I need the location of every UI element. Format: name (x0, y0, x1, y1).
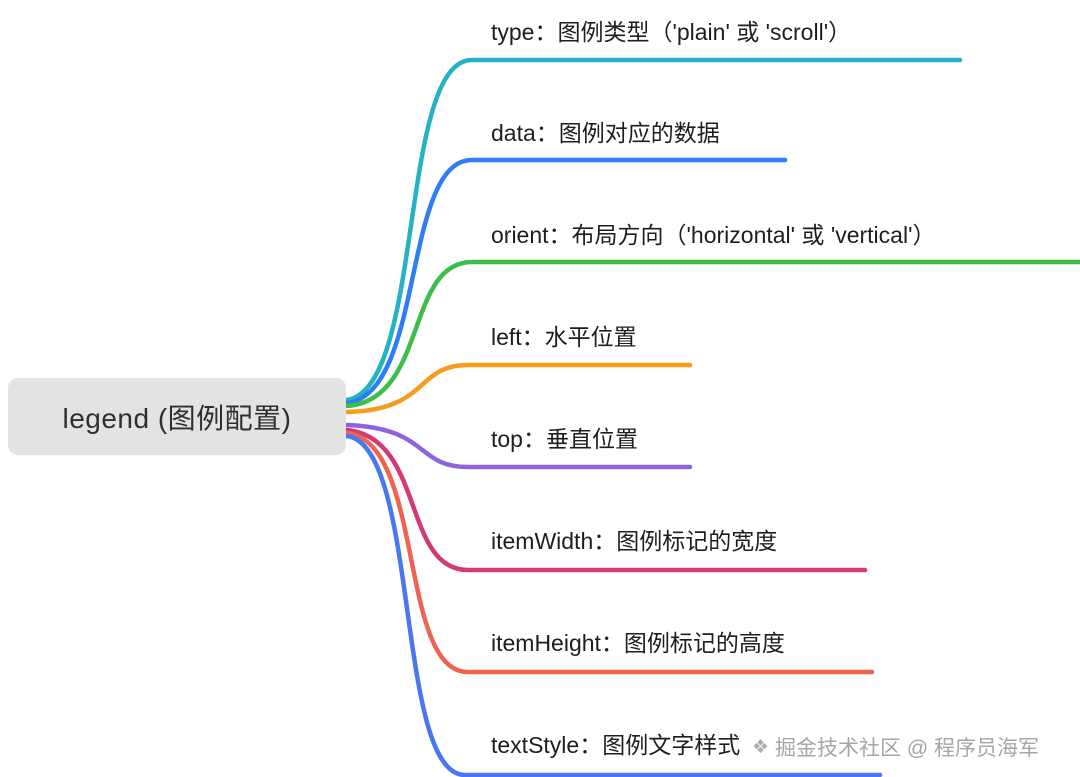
watermark: ❖ 掘金技术社区 @ 程序员海军 (752, 732, 1039, 762)
branch-node-type[interactable]: type：图例类型（'plain' 或 'scroll'） (491, 19, 852, 45)
branch-line-itemwidth (344, 427, 868, 573)
branch-line-top (344, 422, 693, 470)
branch-line-itemheight (344, 430, 875, 675)
root-node-legend[interactable]: legend (图例配置) (8, 378, 346, 455)
watermark-text: 掘金技术社区 @ 程序员海军 (775, 737, 1040, 760)
juejin-logo-icon: ❖ (752, 736, 770, 758)
branch-node-textstyle[interactable]: textStyle：图例文字样式 (491, 732, 741, 758)
branch-node-data[interactable]: data：图例对应的数据 (491, 120, 720, 146)
branch-node-left[interactable]: left：水平位置 (491, 324, 637, 350)
branch-line-type (344, 57, 963, 403)
branch-line-data (344, 157, 788, 406)
branch-node-itemwidth[interactable]: itemWidth：图例标记的宽度 (491, 528, 778, 554)
branch-line-textstyle (344, 433, 883, 777)
branch-node-orient[interactable]: orient：布局方向（'horizontal' 或 'vertical'） (491, 222, 936, 248)
branch-node-itemheight[interactable]: itemHeight：图例标记的高度 (491, 630, 785, 656)
branch-line-orient (344, 259, 1080, 409)
branch-node-itemwidth-top[interactable]: top：垂直位置 (491, 426, 638, 452)
branch-line-left (344, 362, 693, 415)
